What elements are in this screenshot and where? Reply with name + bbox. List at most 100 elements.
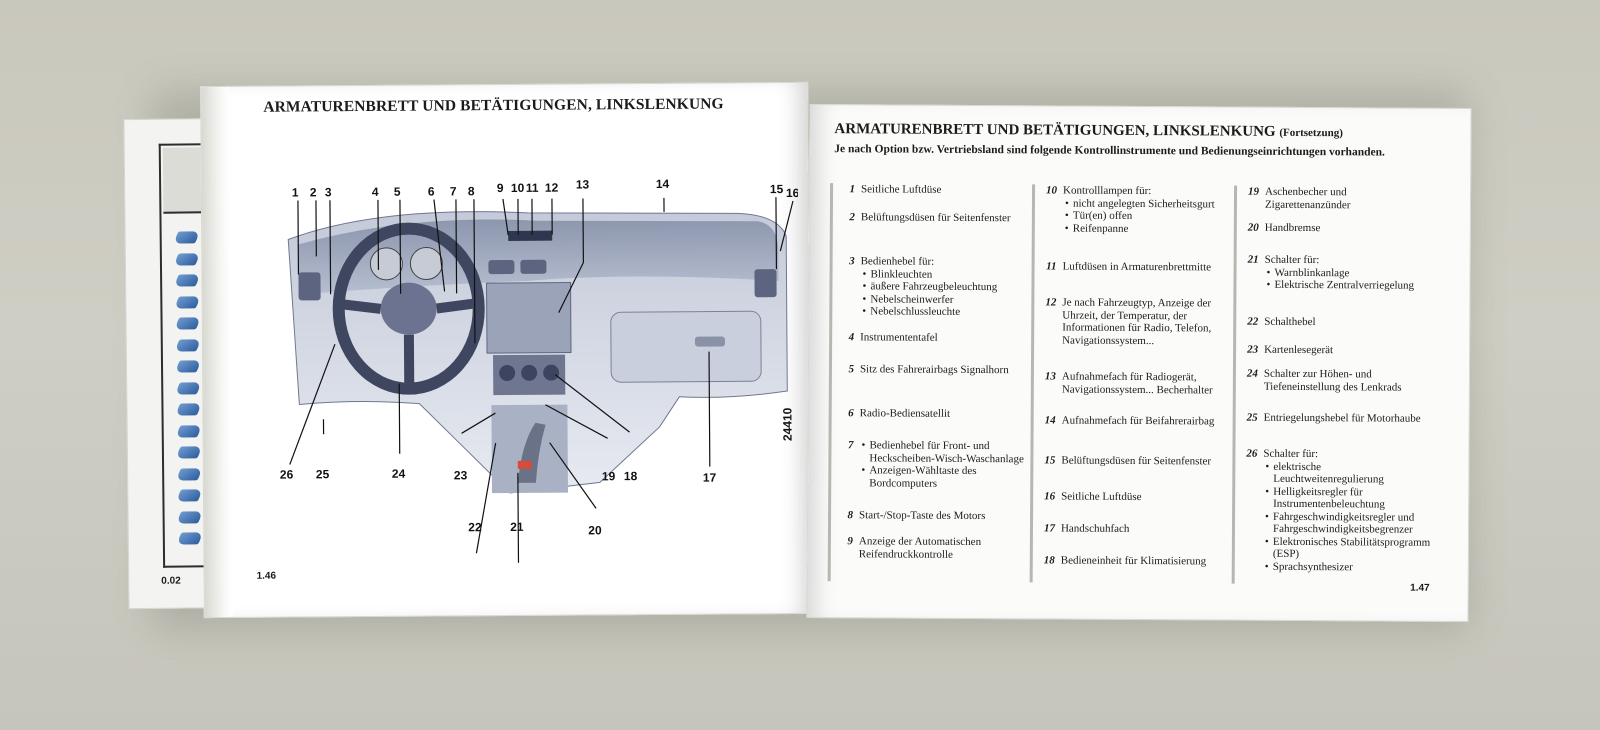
paperclip-icon bbox=[174, 360, 202, 373]
glovebox bbox=[610, 310, 762, 383]
callout-label: 12 bbox=[545, 181, 559, 195]
legend-item-label: Seitliche Luftdüse bbox=[861, 183, 942, 196]
legend-item-label: Schalter für: bbox=[1263, 447, 1319, 461]
legend-item-text: Bedieneinheit für Klimatisierung bbox=[1061, 555, 1229, 569]
paperclip-icon bbox=[175, 446, 203, 459]
callout-label: 25 bbox=[316, 467, 330, 481]
legend-item-number: 1 bbox=[849, 183, 856, 196]
legend-item: 2 Belüftungsdüsen für Seitenfenster bbox=[833, 211, 1029, 224]
callout-label: 14 bbox=[656, 177, 670, 191]
legend-item-label: Aufnahmefach für Beifahrerairbag bbox=[1061, 414, 1215, 428]
legend-item-number: 17 bbox=[1043, 522, 1056, 535]
legend-item-label: Schalthebel bbox=[1264, 315, 1316, 329]
airbag-hub bbox=[380, 282, 437, 335]
callout-label: 18 bbox=[624, 469, 638, 483]
legend-subitem: Reifenpanne bbox=[1073, 222, 1231, 235]
legend-item-text: Belüftungsdüsen für Seitenfenster bbox=[1061, 455, 1229, 469]
legend-sublist: Bedienhebel für Front- und Heckscheiben-… bbox=[859, 439, 1027, 490]
legend-item-text: Handbremse bbox=[1265, 222, 1433, 236]
hazard-button bbox=[517, 460, 532, 469]
legend-item-text: Belüftungsdüsen für Seitenfenster bbox=[861, 211, 1029, 225]
legend-item-number: 3 bbox=[849, 255, 855, 268]
callout-label: 6 bbox=[428, 184, 435, 198]
legend-item-number: 2 bbox=[849, 211, 855, 224]
callout-label: 9 bbox=[497, 181, 504, 195]
legend-item: 3 Bedienhebel für:Blinkleuchtenäußere Fah… bbox=[833, 255, 1029, 318]
legend-item: 24 Schalter zur Höhen- und Tiefeneinstell… bbox=[1236, 368, 1432, 393]
legend-sublist: elektrische LeuchtweitenregulierungHelli… bbox=[1263, 460, 1432, 574]
legend-item: 7Bedienhebel für Front- und Heckscheiben… bbox=[832, 439, 1028, 489]
legend-subitem: Anzeigen-Wähltaste des Bordcomputers bbox=[869, 464, 1027, 490]
legend-item-label: Start-/Stop-Taste des Motors bbox=[859, 509, 986, 523]
legend-sublist: WarnblinkanlageElektrische Zentralverrie… bbox=[1264, 266, 1432, 292]
legend-item-number: 18 bbox=[1043, 554, 1055, 567]
legend-item-text: Bedienhebel für:Blinkleuchtenäußere Fahr… bbox=[860, 255, 1028, 319]
legend-item-text: Schalter für:elektrische Leuchtweitenreg… bbox=[1263, 448, 1432, 574]
legend-item-number: 8 bbox=[847, 509, 854, 522]
legend-item-label: Instrumententafel bbox=[860, 331, 938, 344]
legend-item: 17 Handschuhfach bbox=[1033, 522, 1229, 535]
legend-item-label: Aschenbecher und Zigarettenanzünder bbox=[1264, 185, 1351, 211]
callout-label: 22 bbox=[468, 520, 482, 534]
legend-item-number: 9 bbox=[847, 535, 853, 548]
legend-sublist: nicht angelegten SicherheitsgurtTür(en) … bbox=[1063, 197, 1231, 236]
legend-subitem: elektrische Leuchtweitenregulierung bbox=[1273, 460, 1431, 486]
spine-shadow bbox=[201, 86, 233, 618]
callout-labels: 1 2 3 4 5 6 7 8 9 10 11 12 13 14 15 16 1… bbox=[280, 177, 800, 538]
paperclip-icon bbox=[173, 274, 201, 287]
callout-label: 24 bbox=[392, 467, 406, 481]
legend-item-number: 4 bbox=[848, 331, 855, 344]
center-console bbox=[486, 282, 572, 354]
callout-label: 7 bbox=[450, 184, 457, 198]
callout-label: 15 bbox=[770, 182, 784, 196]
legend-item-number: 12 bbox=[1045, 296, 1057, 309]
legend-item-text: Seitliche Luftdüse bbox=[861, 183, 1029, 197]
legend-item-number: 16 bbox=[1044, 490, 1056, 503]
legend-item-text: Kontrolllampen für:nicht angelegten Sich… bbox=[1063, 185, 1231, 236]
callout-label: 26 bbox=[280, 467, 294, 481]
legend-subitem: Sprachsynthesizer bbox=[1273, 560, 1431, 573]
legend-sublist: Blinkleuchtenäußere FahrzeugbeleuchtungN… bbox=[860, 268, 1028, 319]
paperclip-icon bbox=[175, 510, 204, 524]
legend-item-number: 19 bbox=[1248, 185, 1260, 198]
legend-item-label: Schalter zur Höhen- und Tiefeneinstellun… bbox=[1263, 367, 1402, 394]
legend-item-label: Bedieneinheit für Klimatisierung bbox=[1060, 554, 1207, 568]
legend-item-label: Handschuhfach bbox=[1060, 522, 1130, 535]
legend-item: 19 Aschenbecher und Zigarettenanzünder bbox=[1237, 186, 1433, 211]
right-page-number: 1.47 bbox=[1410, 582, 1430, 594]
callout-label: 4 bbox=[372, 185, 379, 199]
callout-label: 5 bbox=[394, 185, 401, 199]
dashboard-illustration: 1 2 3 4 5 6 7 8 9 10 11 12 13 14 15 16 1… bbox=[280, 177, 800, 563]
legend-item-number: 26 bbox=[1246, 447, 1258, 460]
legend-item-text: Seitliche Luftdüse bbox=[1061, 491, 1229, 505]
right-page-heading: ARMATURENBRETT UND BETÄTIGUNGEN, LINKSLE… bbox=[834, 121, 1343, 141]
legend-subitem: äußere Fahrzeugbeleuchtung bbox=[870, 280, 1028, 293]
legend-item-text: Kartenlesegerät bbox=[1264, 344, 1432, 358]
paperclip-icon bbox=[174, 338, 202, 352]
legend-item-text: Sitz des Fahrerairbags Signalhorn bbox=[860, 363, 1028, 377]
legend-item-label: Handbremse bbox=[1264, 221, 1321, 235]
callout-label: 10 bbox=[511, 181, 525, 195]
right-heading-text: ARMATURENBRETT UND BETÄTIGUNGEN, LINKSLE… bbox=[834, 121, 1276, 140]
legend-item-number: 24 bbox=[1246, 367, 1258, 380]
paperclip-icon bbox=[172, 231, 201, 244]
callout-label: 16 bbox=[786, 186, 800, 200]
legend-subitem: Bedienhebel für Front- und Heckscheiben-… bbox=[869, 439, 1027, 465]
legend-subitem: Blinkleuchten bbox=[870, 268, 1028, 281]
paperclip-icon bbox=[173, 317, 202, 330]
legend-item-label: Seitliche Luftdüse bbox=[1061, 490, 1142, 504]
legend-item-text: Aufnahmefach für Beifahrerairbag bbox=[1062, 415, 1230, 429]
legend-item-text: Je nach Fahrzeugtyp, Anzeige der Uhrzeit… bbox=[1062, 297, 1230, 348]
paperclip-icon bbox=[175, 489, 204, 502]
legend-item-label: Belüftungsdüsen für Seitenfenster bbox=[1061, 454, 1212, 468]
legend-item-label: Schalter für: bbox=[1264, 253, 1320, 267]
